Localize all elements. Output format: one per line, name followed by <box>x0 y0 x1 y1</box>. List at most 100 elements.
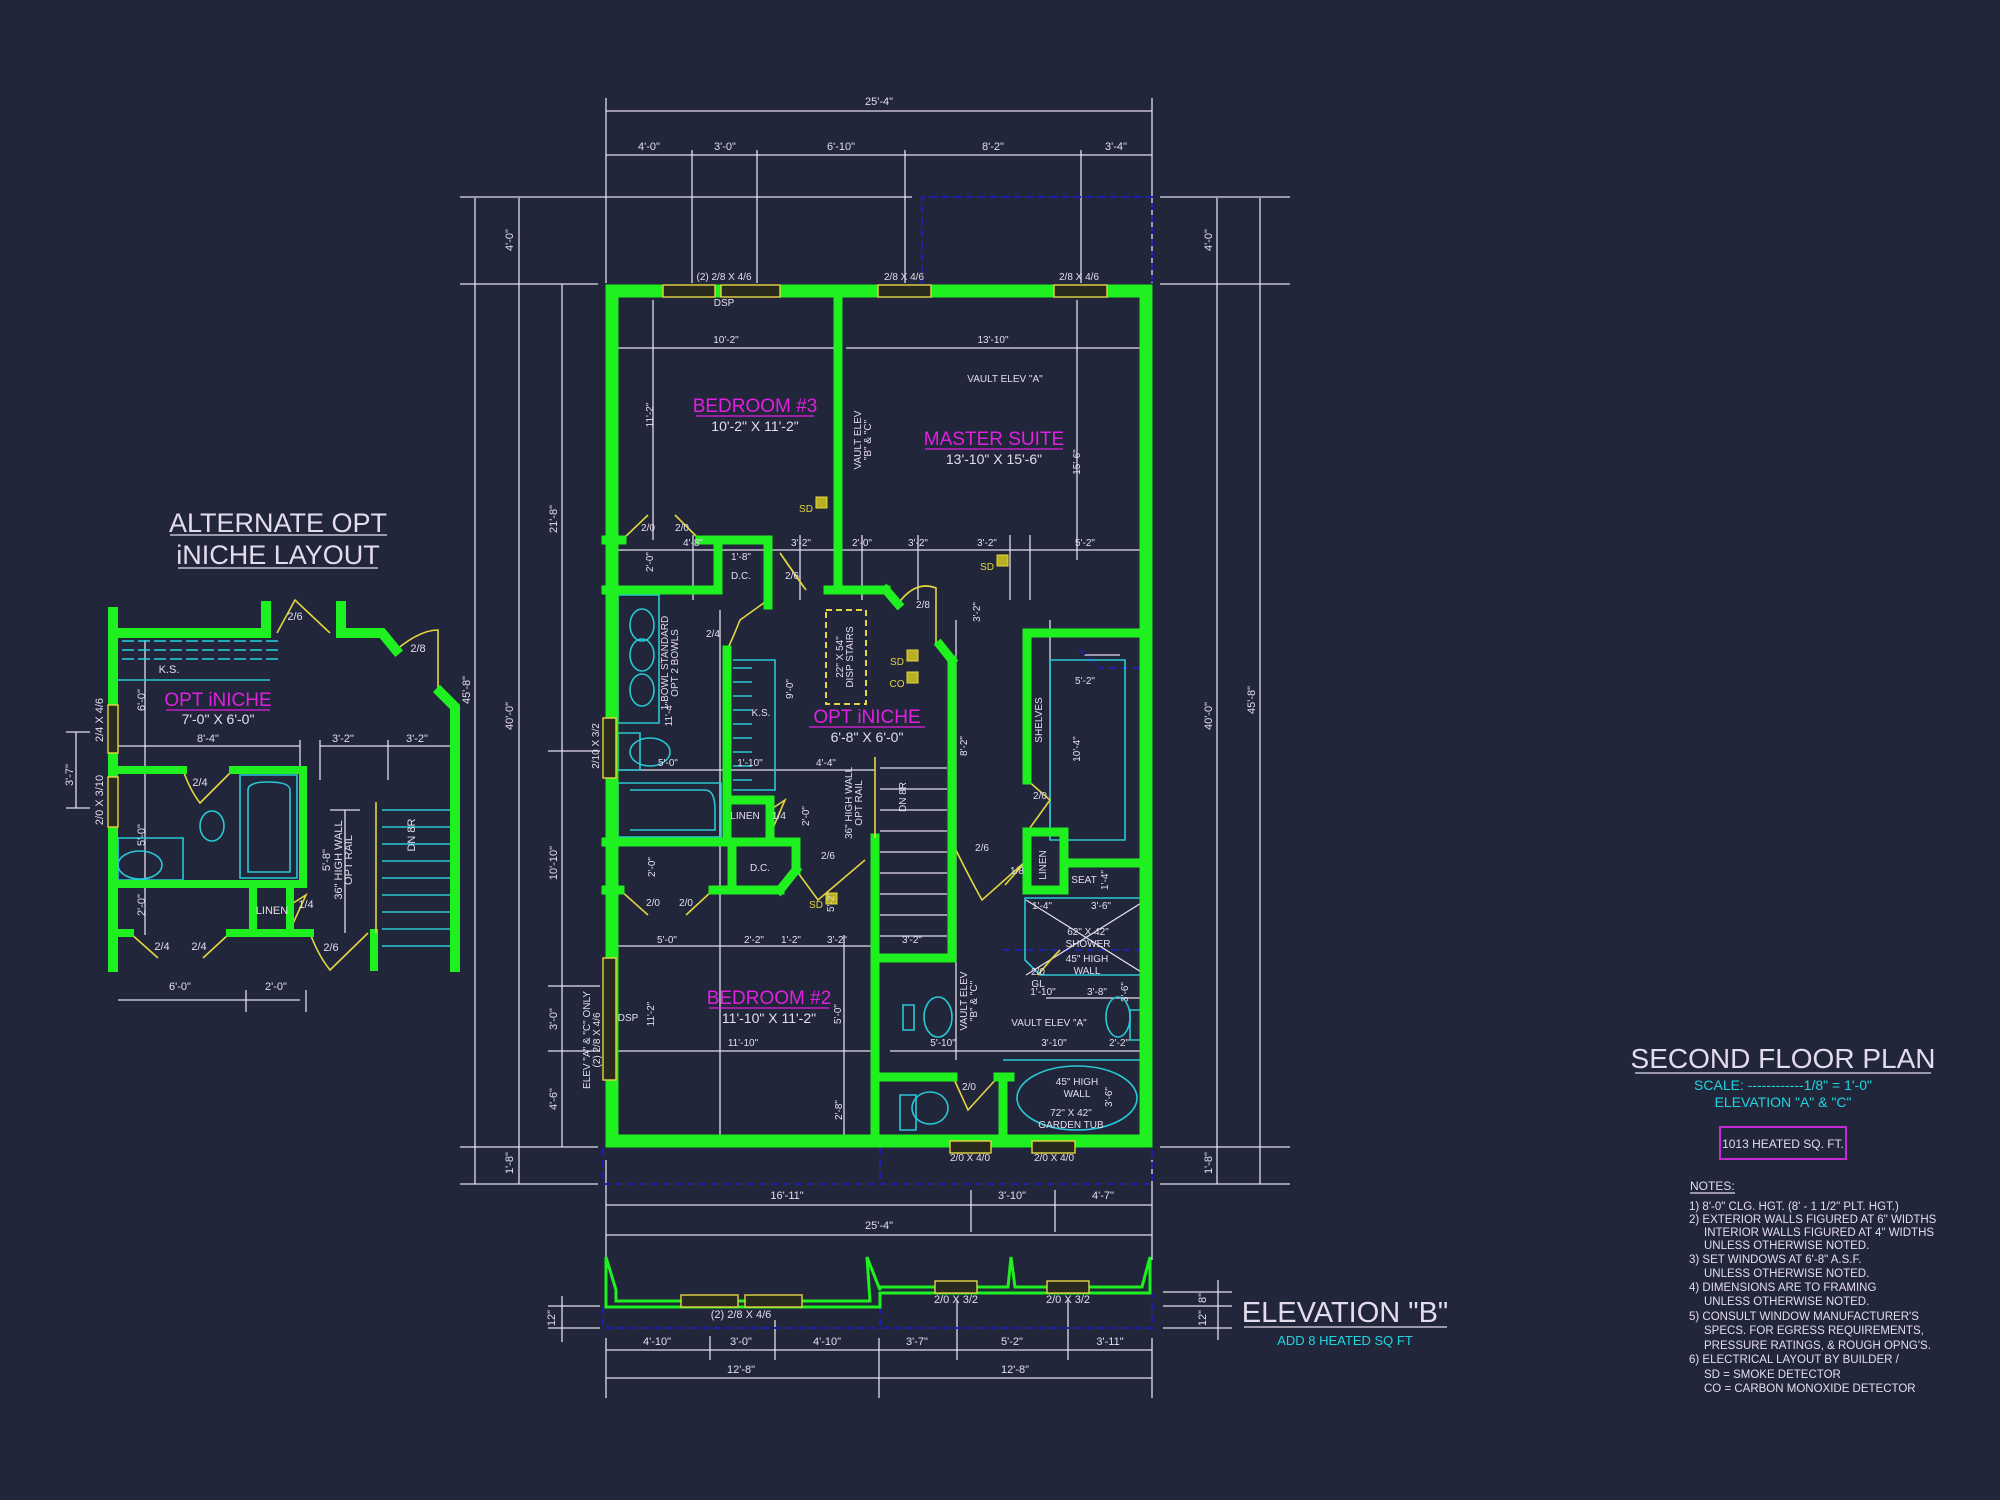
note-line: 6) ELECTRICAL LAYOUT BY BUILDER / <box>1689 1354 1900 1366</box>
top-dimension: 25'-4" <box>865 96 893 108</box>
plan-annotation: 3'-2" <box>908 538 928 549</box>
plan-annotation: 22" X 54" <box>835 636 846 678</box>
plan-annotation: VAULT ELEV "A" <box>1011 1018 1087 1029</box>
plan-annotation: LINEN <box>730 811 759 822</box>
plan-annotation: ELEV "A" & "C" ONLY <box>582 991 593 1089</box>
plan-annotation: 10'-2" <box>713 335 739 346</box>
plan-annotation: 1'-2" <box>781 935 801 946</box>
plan-annotation: 3'-6" <box>1120 982 1131 1002</box>
plan-annotation: 1'-8" <box>731 552 751 563</box>
plan-annotation: VAULT ELEV <box>959 971 970 1030</box>
plan-annotation: 5'-0" <box>833 1004 844 1024</box>
elevation-b-label: 3'-7" <box>906 1336 928 1348</box>
door-swing <box>309 932 369 972</box>
plan-annotation: 2/8 X 4/6 <box>884 272 924 283</box>
plan-annotation: 2/8 <box>916 600 930 611</box>
alt-label: 3'-2" <box>406 733 428 745</box>
plan-annotation: GL <box>1031 979 1045 990</box>
elevation-b-label: 12" <box>1197 1310 1209 1326</box>
overhang-outline <box>602 1148 1153 1185</box>
alt-label: 8'-4" <box>197 733 219 745</box>
heated-area-box <box>1719 1126 1847 1160</box>
left-dimension: 10'-10" <box>548 846 560 880</box>
plan-annotation: 3'-2" <box>791 538 811 549</box>
door-swing <box>1026 779 1052 833</box>
note-line: UNLESS OTHERWISE NOTED. <box>1704 1240 1869 1252</box>
plan-annotation: 2/4 <box>706 629 720 640</box>
room-name: OPT iNICHE <box>164 690 271 711</box>
note-line: UNLESS OTHERWISE NOTED. <box>1704 1296 1869 1308</box>
bottom-dimension: 25'-4" <box>865 1220 893 1232</box>
top-dimension: 8'-2" <box>982 141 1004 153</box>
plan-annotation: LINEN <box>1038 850 1049 879</box>
door-swing <box>769 797 787 836</box>
alt-label: 2/4 X 4/6 <box>94 698 106 742</box>
plan-annotation: 1 BOWL STANDARD <box>660 616 671 710</box>
plan-annotation: SEAT <box>1071 875 1096 886</box>
elevation-text: ELEVATION "A" & "C" <box>1715 1094 1852 1110</box>
plan-annotation: D.C. <box>750 863 770 874</box>
plan-annotation: VAULT ELEV "A" <box>967 374 1043 385</box>
room-size: 7'-0" X 6'-0" <box>182 711 255 727</box>
plan-annotation: 2/6 <box>975 843 989 854</box>
balcony-outline <box>921 196 1153 285</box>
plan-annotation: 8'-2" <box>959 736 970 756</box>
alt-label: K.S. <box>159 664 180 676</box>
plan-annotation: SHELVES <box>1034 697 1045 743</box>
detector-icon <box>815 496 828 509</box>
door-swing <box>897 585 937 645</box>
plan-annotation: 2'-0" <box>647 857 658 877</box>
note-line: 1) 8'-0" CLG. HGT. (8' - 1 1/2" PLT. HGT… <box>1689 1201 1899 1213</box>
elevation-b-label: 8" <box>1197 1293 1209 1303</box>
elevation-b-title: ELEVATION "B" <box>1242 1297 1448 1329</box>
fixtures <box>117 496 1147 1131</box>
plan-annotation: 11'-4" <box>664 701 675 726</box>
exterior-walls <box>605 284 1153 1148</box>
note-line: CO = CARBON MONOXIDE DETECTOR <box>1704 1383 1916 1395</box>
room-name: OPT iNICHE <box>813 707 920 728</box>
window <box>107 776 119 828</box>
alt-label: 2'-0" <box>265 981 287 993</box>
plan-annotation: 3'-6" <box>1091 901 1111 912</box>
fixture-bowl <box>923 996 953 1038</box>
alt-label: 2/8 <box>410 643 425 655</box>
fixture-bowl <box>911 1091 949 1125</box>
plan-annotation: (2) 2/8 X 4/6 <box>592 1012 603 1067</box>
alt-label: 5'-8" <box>321 849 333 871</box>
plan-annotation: 2/0 <box>962 1082 976 1093</box>
plan-annotation: 15'-6" <box>1072 449 1083 475</box>
plan-annotation: OPT 2 BOWLS <box>670 629 681 697</box>
plan-annotation: 5'-2" <box>826 892 837 912</box>
plan-annotation: D.C. <box>731 571 751 582</box>
window <box>107 704 119 754</box>
plan-annotation: DSP <box>714 298 735 309</box>
plan-annotation: 4'-8" <box>683 538 703 549</box>
plan-annotation: 1'-10" <box>1030 987 1056 998</box>
plan-annotation: 1'-4" <box>1032 901 1052 912</box>
elevation-b-overhang <box>602 1293 1153 1329</box>
window <box>744 1294 803 1308</box>
plan-annotation: "B" & "C" <box>863 419 874 460</box>
fixture-outline <box>630 789 716 831</box>
plan-annotation: 72" X 42" <box>1050 1108 1092 1119</box>
plan-annotation: 3'-6" <box>1104 1087 1115 1107</box>
plan-annotation: 3'-10" <box>1041 1038 1067 1049</box>
plan-annotation: 2/6 <box>785 571 799 582</box>
elevation-b-label: 4'-10" <box>813 1336 841 1348</box>
window <box>602 957 617 1081</box>
plan-annotation: 3'-2" <box>902 935 922 946</box>
note-line: 5) CONSULT WINDOW MANUFACTURER'S <box>1689 1311 1919 1323</box>
fixture-outline <box>899 1094 917 1131</box>
plan-annotation: CO <box>890 679 905 690</box>
plan-annotation: 10'-4" <box>1072 736 1083 762</box>
window <box>1031 1140 1076 1154</box>
plan-annotation: 2'-2" <box>1109 1038 1129 1049</box>
plan-annotation: 2/0 <box>646 898 660 909</box>
plan-annotation: SD <box>890 657 904 668</box>
alt-label: 2/0 X 3/10 <box>94 775 106 825</box>
bottom-dimension: 16'-11" <box>770 1190 803 1202</box>
right-dimension: 1'-8" <box>1203 1152 1215 1174</box>
interior-wall <box>879 583 905 611</box>
